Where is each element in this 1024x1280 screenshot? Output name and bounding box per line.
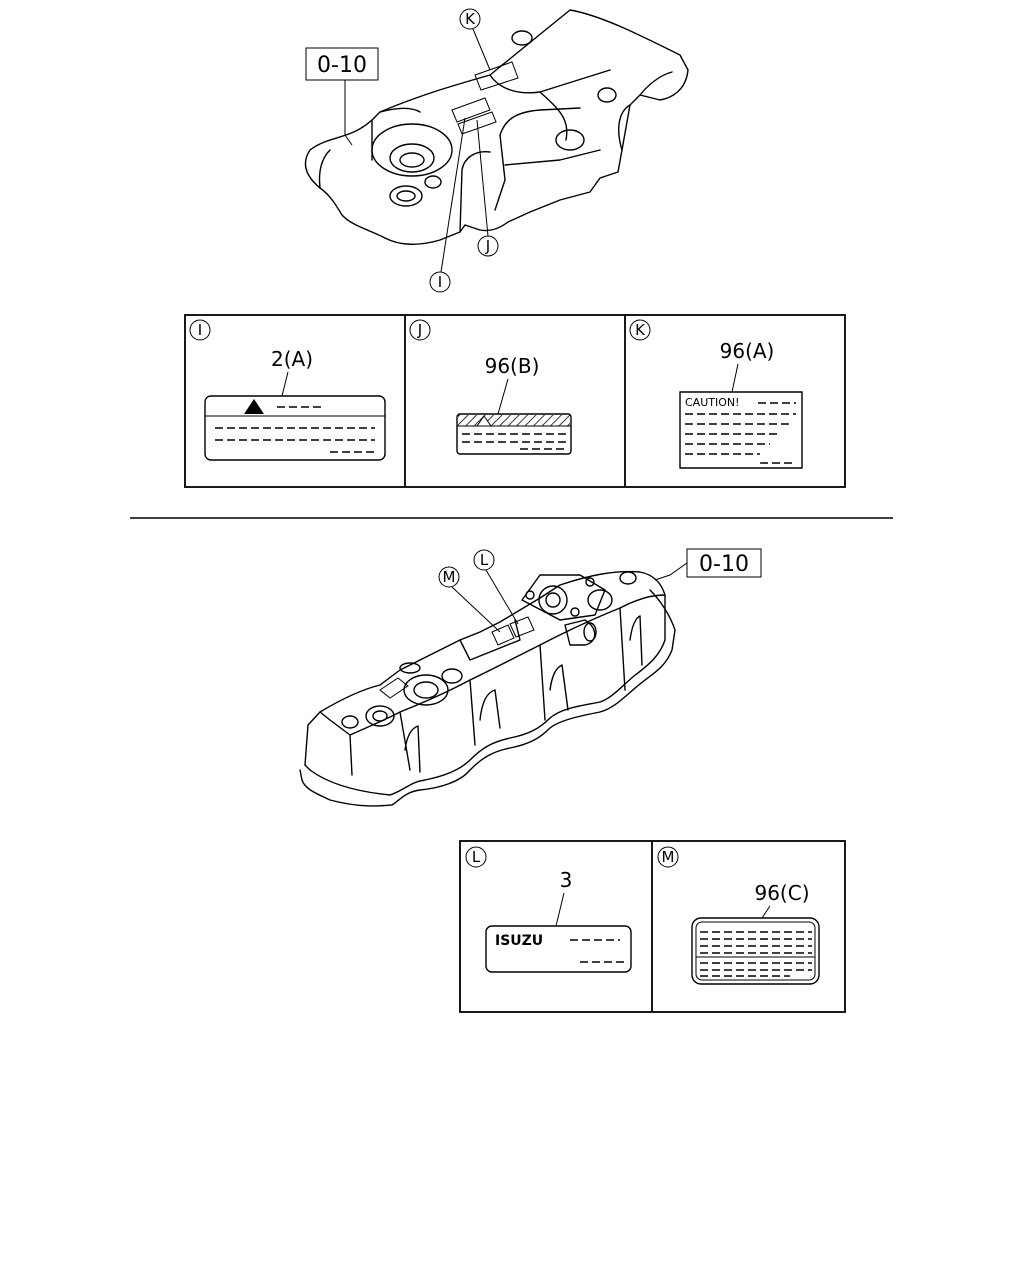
timing-cover-drawing (304, 9, 689, 245)
svg-text:J: J (485, 237, 490, 255)
svg-text:I: I (198, 321, 202, 339)
panel-k: K 96(A) CAUTION! (629, 319, 803, 469)
callout-m: M (438, 566, 501, 633)
isuzu-logo: ISUZU (495, 933, 543, 949)
callout-i: I (429, 117, 466, 293)
warning-triangle-icon (244, 399, 264, 414)
callout-l: L (473, 549, 519, 625)
panel-i: I 2(A) (189, 319, 386, 461)
panel-i-part-number: 2(A) (271, 347, 313, 371)
panel-j: J 96(B) (409, 319, 572, 455)
callout-j: J (476, 119, 499, 257)
panel-k-part-number: 96(A) (720, 339, 775, 363)
panel-m-part-number: 96(C) (754, 881, 809, 905)
svg-text:I: I (438, 273, 442, 291)
panel-l-part-number: 3 (560, 868, 573, 892)
callout-k: K (459, 8, 491, 71)
panel-l: L 3 ISUZU (465, 846, 632, 973)
caution-text: CAUTION! (685, 396, 740, 409)
svg-text:M: M (662, 848, 675, 866)
panel-m: M 96(C) (657, 846, 820, 985)
svg-text:M: M (443, 568, 456, 586)
warning-triangle-icon (476, 415, 492, 427)
panel-j-part-number: 96(B) (485, 354, 540, 378)
top-label-panels (184, 314, 846, 488)
svg-text:L: L (480, 551, 489, 569)
ref-box-top-label: 0-10 (317, 53, 367, 78)
ref-box-bottom-label: 0-10 (699, 552, 749, 577)
bottom-label-panels (459, 840, 846, 1013)
svg-text:K: K (635, 321, 646, 339)
svg-text:L: L (472, 848, 481, 866)
head-cover-drawing (299, 570, 676, 807)
svg-text:K: K (465, 10, 476, 28)
ref-box-top (305, 47, 379, 81)
svg-text:J: J (417, 321, 422, 339)
